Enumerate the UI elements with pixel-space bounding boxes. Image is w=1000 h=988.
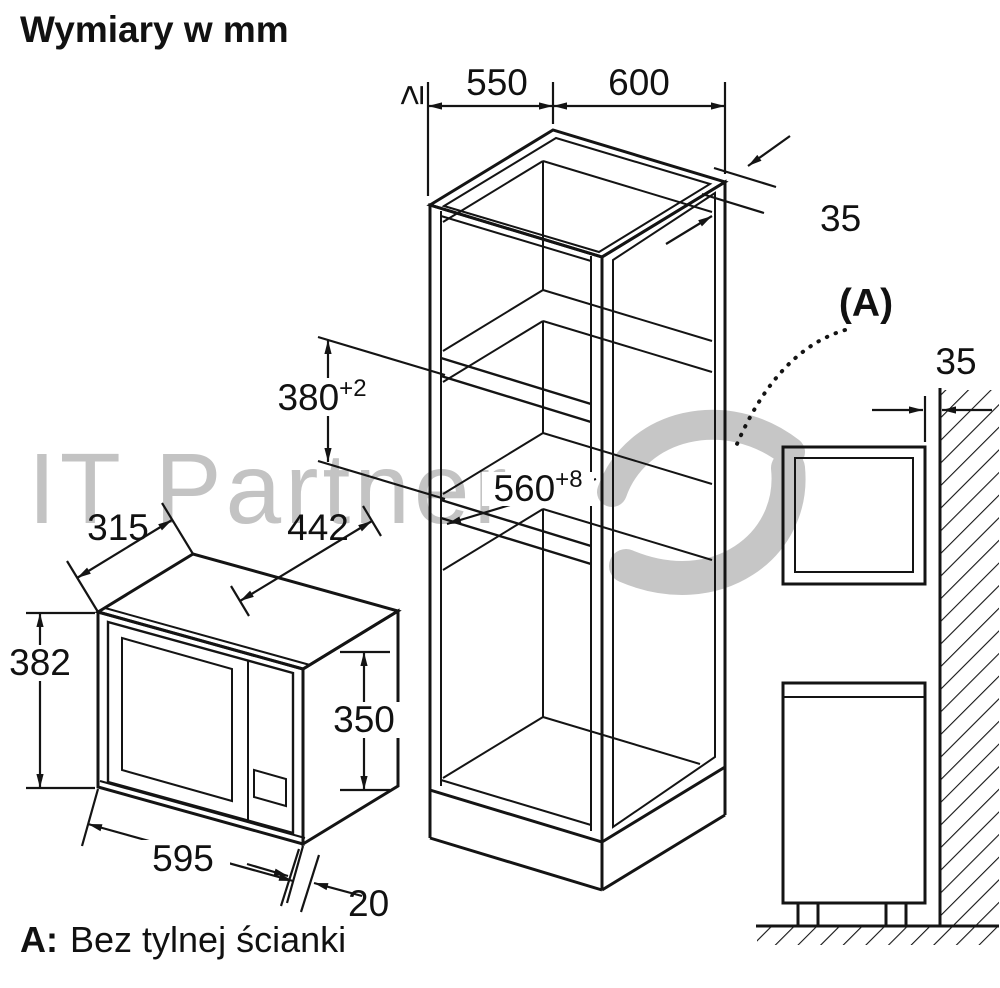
cabinet-back-opening-face [600, 179, 727, 845]
dim-cabinet-width-label: 600 [608, 62, 670, 103]
cabinet-foot [796, 901, 820, 928]
dim-appliance-depth-label: 315 [87, 507, 149, 548]
dim-cabinet-width: 600 [553, 62, 727, 174]
dim-wall-gap-label: 35 [935, 341, 976, 382]
dim-front-offset-label: 20 [348, 883, 389, 924]
dim-inner-height-label: 350 [333, 699, 395, 740]
dim-niche-height: 380+2 [255, 335, 446, 501]
cabinet-interior-lines [442, 160, 713, 779]
footnote: A:Bez tylnej ścianki [20, 919, 346, 960]
dim-inner-height: 350 [328, 650, 402, 792]
cabinet-top-face [426, 128, 729, 259]
section-a-callout: (A) [735, 282, 893, 446]
microwave-side-face [301, 608, 400, 847]
cabinet-base [428, 767, 727, 892]
floor-hatching [757, 927, 999, 945]
wall-hatching [941, 390, 999, 926]
dimension-annotations: ≥ 550 600 35 380+2 560 [4, 62, 992, 924]
watermark-logo-icon [597, 409, 806, 595]
dim-niche-width-label: 560+8 [493, 466, 582, 509]
dim-cabinet-depth: ≥ 550 [390, 62, 555, 196]
cabinet-foot [884, 901, 908, 928]
page-title: Wymiary w mm [20, 9, 289, 50]
section-label-a: (A) [839, 282, 893, 325]
dim-top-back-offset: 35 [665, 135, 861, 245]
cabinet-drawing [426, 128, 729, 892]
dim-appliance-width-label: 595 [152, 838, 214, 879]
dim-appliance-width: 595 [80, 788, 305, 904]
side-view-drawing [756, 388, 999, 945]
dim-top-back-offset-label: 35 [820, 198, 861, 239]
microwave-door [106, 620, 295, 835]
dim-appliance-height-label: 382 [9, 642, 71, 683]
dim-wall-gap: 35 [872, 341, 992, 442]
side-view-lower-box [781, 681, 927, 905]
dim-appliance-height: 382 [4, 611, 95, 790]
dim-niche-height-label: 380+2 [277, 375, 366, 418]
microwave-door-window [121, 636, 233, 803]
dim-appliance-total-depth-label: 442 [287, 507, 349, 548]
dim-appliance-total-depth: 442 [230, 505, 382, 617]
dim-gte-symbol: ≥ [390, 85, 431, 105]
side-view-upper-box [781, 445, 927, 586]
dim-front-offset: 20 [246, 848, 389, 924]
dim-cabinet-depth-label: 550 [466, 62, 528, 103]
watermark: IT Partner [28, 409, 806, 595]
dim-appliance-depth: 315 [66, 502, 194, 613]
microwave-display [253, 768, 287, 808]
dim-niche-width: 560+8 [446, 466, 597, 526]
